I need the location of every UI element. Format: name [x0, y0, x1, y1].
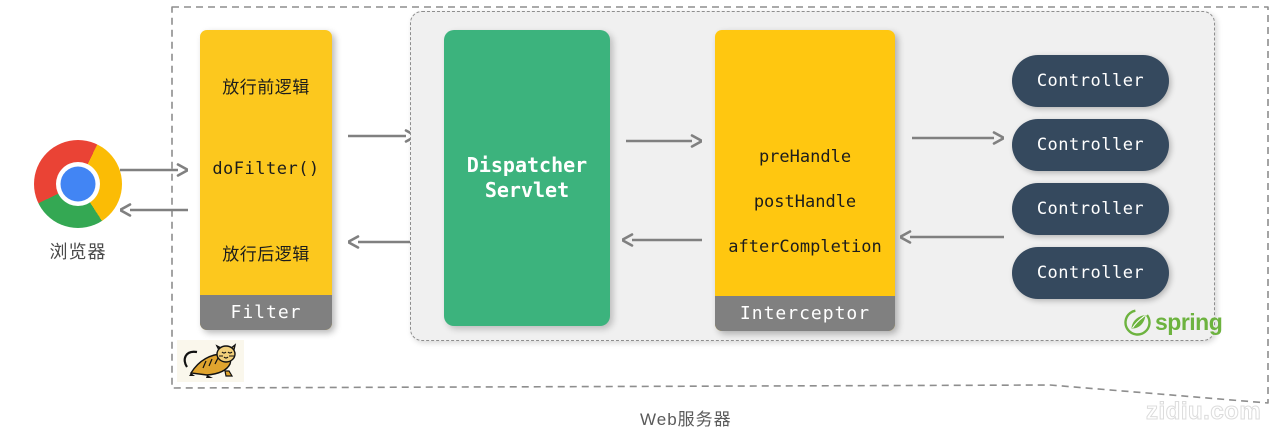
- arrow-filter-to-browser-response: [120, 203, 188, 217]
- browser-label: 浏览器: [49, 242, 107, 262]
- spring-logo: spring: [1124, 309, 1223, 336]
- arrow-dispatcher-to-filter-response: [348, 235, 416, 249]
- arrow-dispatcher-to-interceptor-request: [626, 134, 702, 148]
- spring-leaf-icon: [1124, 309, 1151, 336]
- filter-line-dofilter: doFilter(): [212, 158, 320, 179]
- chrome-center: [60, 166, 96, 202]
- browser-node: 浏览器: [8, 140, 148, 264]
- chrome-logo-icon: [34, 140, 122, 228]
- controller-node-4[interactable]: Controller: [1012, 247, 1169, 299]
- dispatcher-servlet-box[interactable]: Dispatcher Servlet: [444, 30, 610, 326]
- spring-wordmark: spring: [1155, 309, 1223, 335]
- interceptor-box[interactable]: preHandle postHandle afterCompletion Int…: [715, 30, 895, 331]
- filter-box[interactable]: 放行前逻辑 doFilter() 放行后逻辑 Filter: [200, 30, 332, 330]
- controller-node-2[interactable]: Controller: [1012, 119, 1169, 171]
- controller-node-3[interactable]: Controller: [1012, 183, 1169, 235]
- interceptor-body: preHandle postHandle afterCompletion: [715, 30, 895, 296]
- interceptor-line-posthandle: postHandle: [753, 192, 857, 212]
- controller-node-1[interactable]: Controller: [1012, 55, 1169, 107]
- interceptor-footer-label: Interceptor: [715, 296, 895, 331]
- dispatcher-servlet-label: Dispatcher Servlet: [466, 153, 588, 202]
- arrow-interceptor-to-dispatcher-response: [622, 233, 702, 247]
- watermark: zidiu.com: [1145, 398, 1262, 426]
- filter-footer-label: Filter: [200, 295, 332, 330]
- web-server-label: Web服务器: [640, 410, 732, 429]
- arrow-controller-to-interceptor-response: [900, 230, 1004, 244]
- filter-line-pre: 放行前逻辑: [222, 77, 310, 97]
- interceptor-line-prehandle: preHandle: [758, 147, 852, 167]
- interceptor-line-aftercompletion: afterCompletion: [728, 237, 882, 257]
- arrow-interceptor-to-controller-request: [912, 131, 1004, 145]
- arrow-filter-to-dispatcher-request: [348, 129, 416, 143]
- tomcat-cat-icon: [177, 340, 244, 382]
- filter-body: 放行前逻辑 doFilter() 放行后逻辑: [200, 30, 332, 295]
- arrow-browser-to-filter-request: [120, 163, 188, 177]
- filter-line-post: 放行后逻辑: [222, 244, 310, 264]
